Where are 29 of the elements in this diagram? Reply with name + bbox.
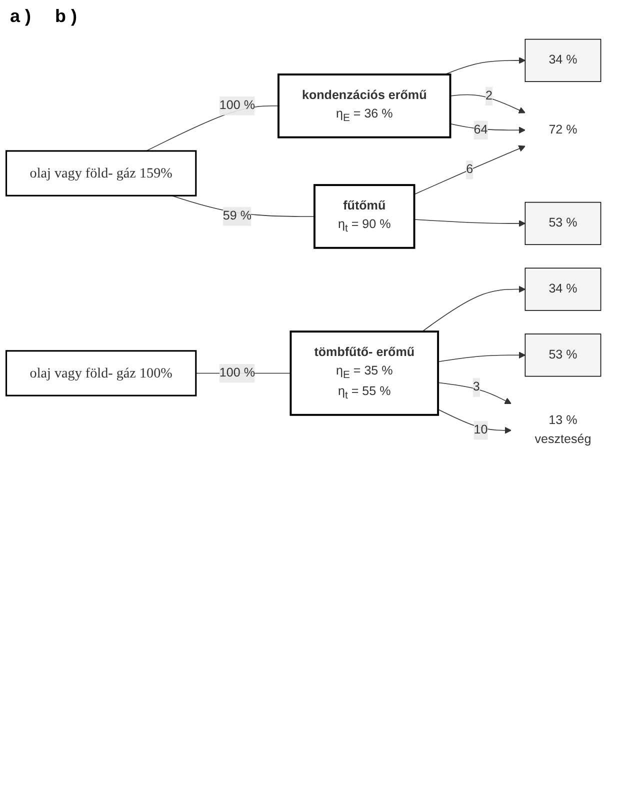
panel-label: a ) <box>10 6 32 27</box>
node-box: 53 % <box>524 202 602 245</box>
arrow <box>414 145 526 195</box>
edge-label: 100 % <box>219 366 255 380</box>
node-box: 34 % <box>524 268 602 311</box>
node-text: 72 % <box>548 123 578 136</box>
edge-label: 59 % <box>222 209 252 223</box>
arrow <box>438 382 512 404</box>
arrow <box>414 219 526 227</box>
node-box: 34 % <box>524 38 602 82</box>
node-box: kondenzációs erőmű η$_{E}$ = 36 % <box>278 74 452 138</box>
arrow <box>438 409 512 434</box>
node-box: olaj vagy föld- gáz 159% <box>5 150 197 196</box>
edge-label: 100 % <box>219 98 255 112</box>
panel-label: b ) <box>55 6 78 27</box>
node-box: 53 % <box>524 334 602 377</box>
arrow <box>444 56 526 75</box>
edge-label: 2 <box>486 89 492 103</box>
arrow <box>438 352 526 362</box>
edge-label: 10 <box>474 423 488 437</box>
arrow <box>422 286 526 332</box>
node-text: 13 % veszteség <box>534 414 592 446</box>
arrow <box>450 94 526 114</box>
node-box: tömbfűtő- erőmű η$_{E}$ = 35 % η$_{t}$ = 55 % <box>290 330 440 416</box>
edge-label: 64 <box>474 123 488 136</box>
node-box: olaj vagy föld- gáz 100% <box>5 350 197 396</box>
edge-label: 6 <box>466 162 474 176</box>
node-box: fűtőmű η$_{t}$ = 90 % <box>314 184 416 249</box>
edge-label: 3 <box>472 380 480 394</box>
